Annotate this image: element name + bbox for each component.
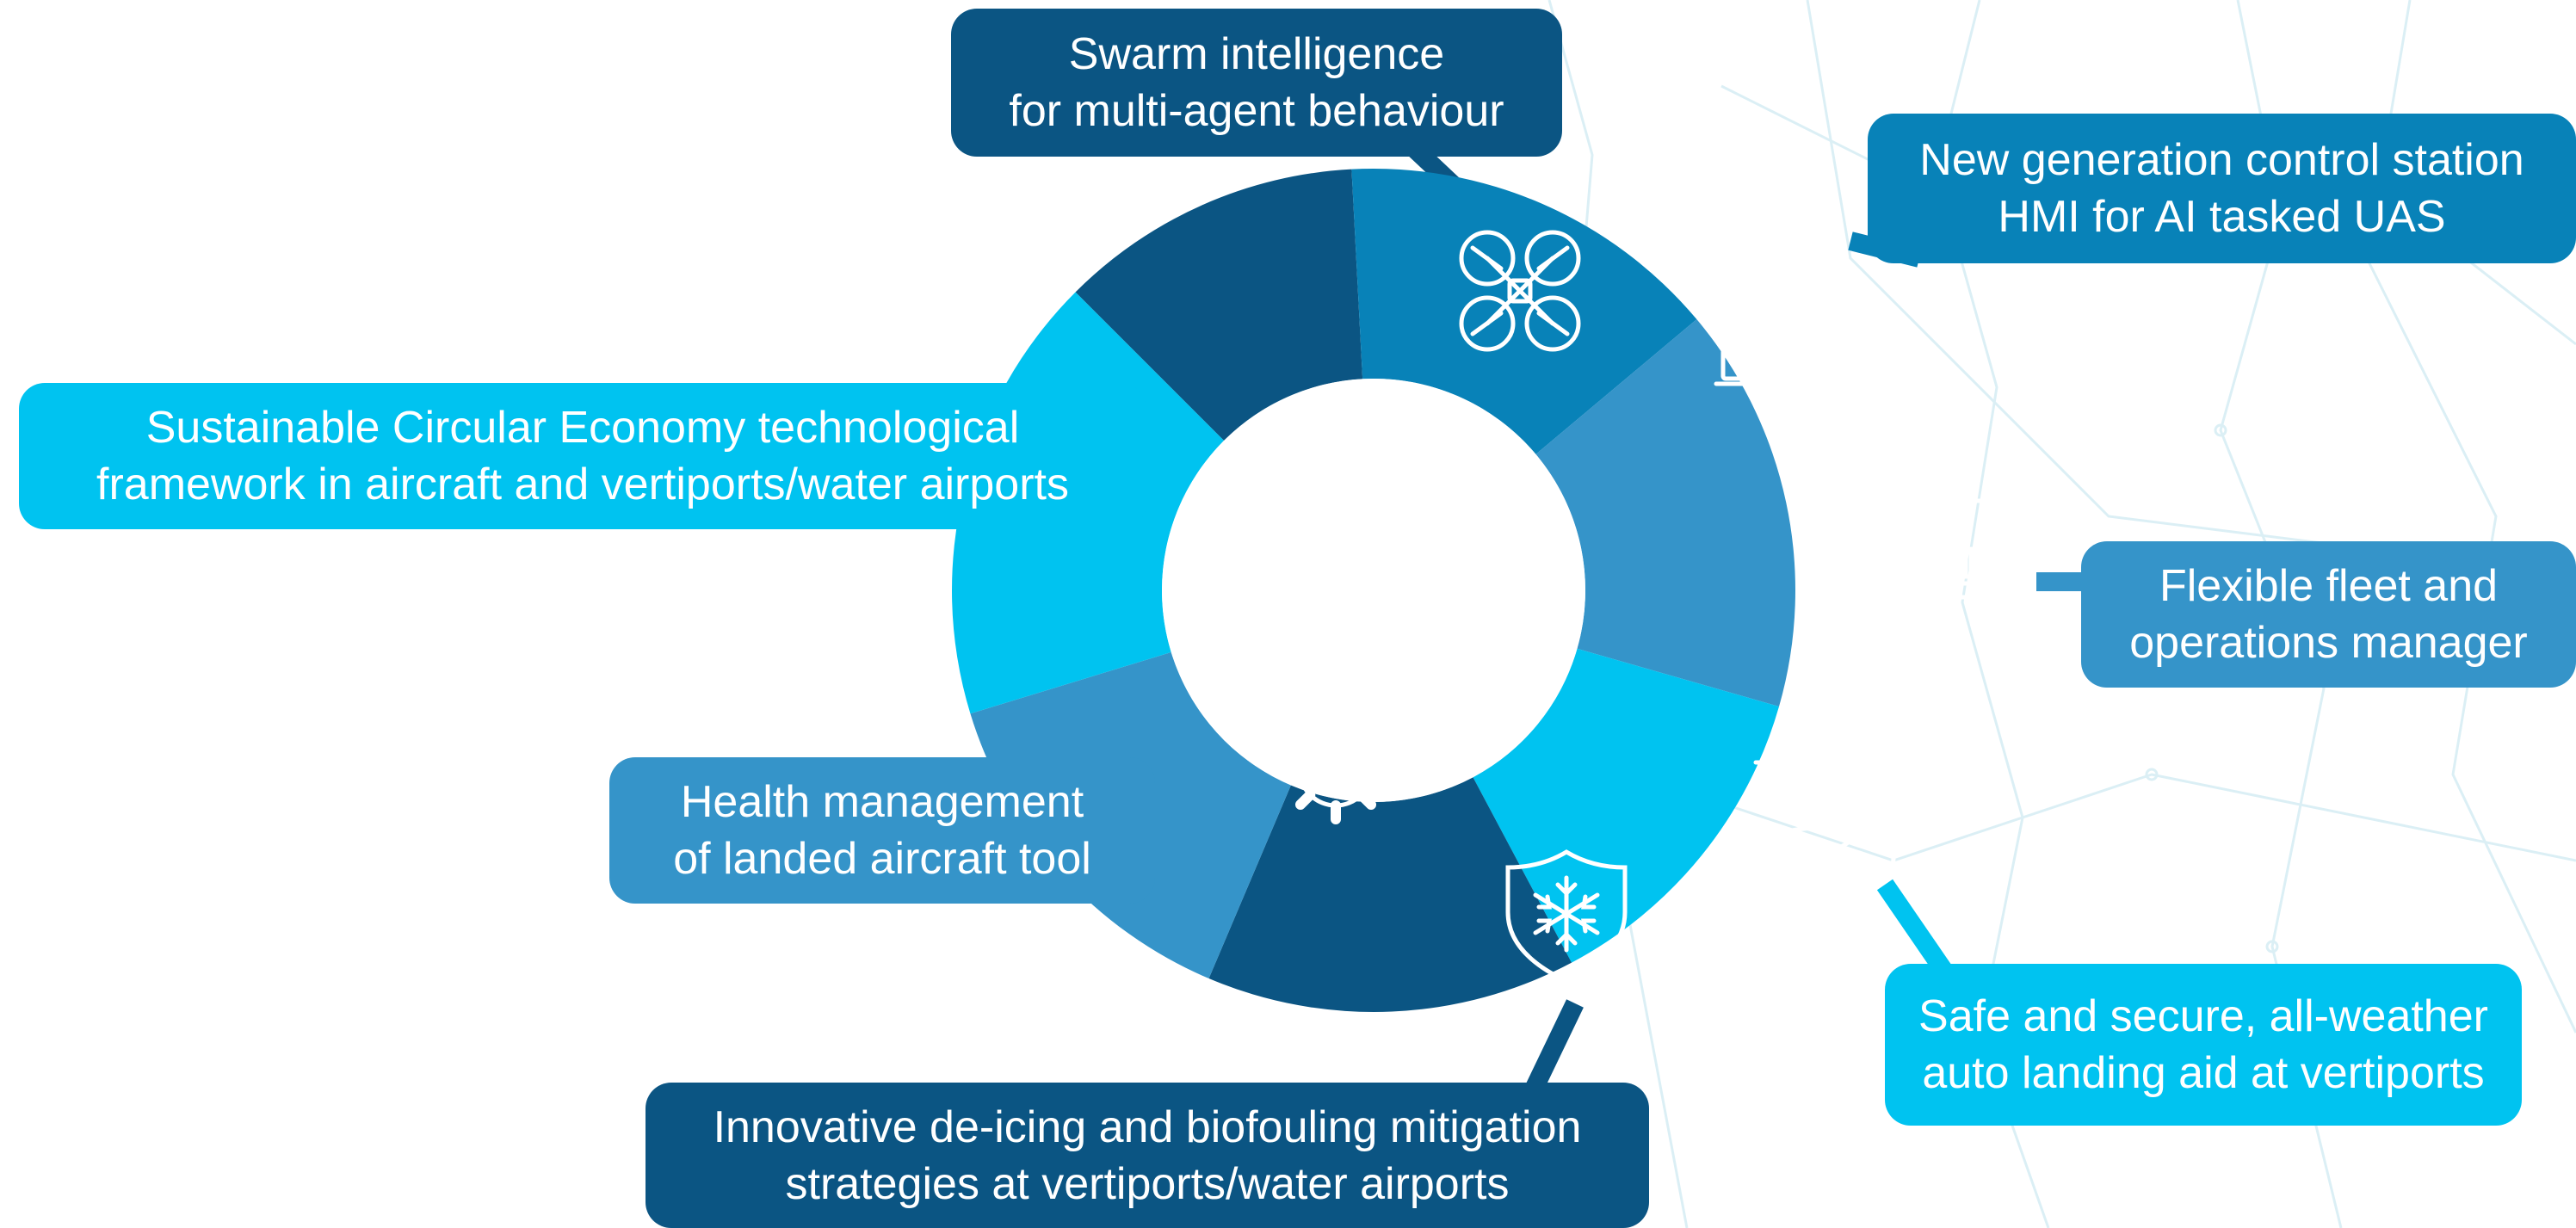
gear-tooth <box>1294 728 1316 750</box>
segment-hmi <box>1351 169 1697 454</box>
drone-icon <box>1459 230 1581 352</box>
label-line: Innovative de-icing and biofouling mitig… <box>713 1101 1582 1152</box>
label-line: framework in aircraft and vertiports/wat… <box>96 460 1069 509</box>
label-health-management: Health management of landed aircraft too… <box>609 757 1155 904</box>
label-line: Swarm intelligence <box>1068 29 1445 79</box>
label-swarm-intelligence: Swarm intelligence for multi-agent behav… <box>951 9 1562 157</box>
segment-icons <box>1254 230 1992 984</box>
gear-tooth <box>1356 789 1377 811</box>
label-line: for multi-agent behaviour <box>1009 86 1504 136</box>
label-auto-landing-aid: Safe and secure, all-weather auto landin… <box>1885 964 2522 1126</box>
segment-landing <box>1473 648 1780 963</box>
label-line: auto landing aid at vertiports <box>1922 1048 2485 1098</box>
label-fleet-manager: Flexible fleet and operations manager <box>2081 541 2576 688</box>
label-deicing-biofouling: Innovative de-icing and biofouling mitig… <box>646 1083 1649 1228</box>
segment-swarm <box>1075 169 1363 441</box>
connector-landing <box>1876 879 1954 978</box>
drone-landing-pad-icon <box>1746 760 1896 892</box>
label-line: HMI for AI tasked UAS <box>1998 192 2446 242</box>
label-line: New generation control station <box>1919 135 2524 185</box>
label-line: Flexible fleet and <box>2159 561 2499 611</box>
ring-center <box>1162 379 1585 802</box>
label-line: Health management <box>680 777 1084 827</box>
segment-deicing <box>1208 777 1572 1012</box>
label-circular-economy: Sustainable Circular Economy technologic… <box>19 383 1146 529</box>
sprouting-globe-icon <box>1254 410 1373 550</box>
label-control-station-hmi: New generation control station HMI for A… <box>1868 114 2576 263</box>
gear-tooth <box>1356 728 1377 750</box>
monitor-dashboard-icon <box>1853 498 1992 622</box>
operator-headset-icon <box>1714 256 1850 386</box>
gear-tooth <box>1294 789 1316 811</box>
label-line: of landed aircraft tool <box>673 834 1091 884</box>
connector-deicing <box>1523 999 1584 1097</box>
gear-pulse-icon <box>1281 714 1391 824</box>
label-line: Sustainable Circular Economy technologic… <box>145 403 1020 453</box>
label-line: Safe and secure, all-weather <box>1918 991 2488 1041</box>
segment-fleet <box>1535 319 1795 707</box>
label-line: strategies at vertiports/water airports <box>785 1158 1510 1209</box>
snowflake-shield-icon <box>1505 849 1628 984</box>
label-line: operations manager <box>2129 618 2528 668</box>
